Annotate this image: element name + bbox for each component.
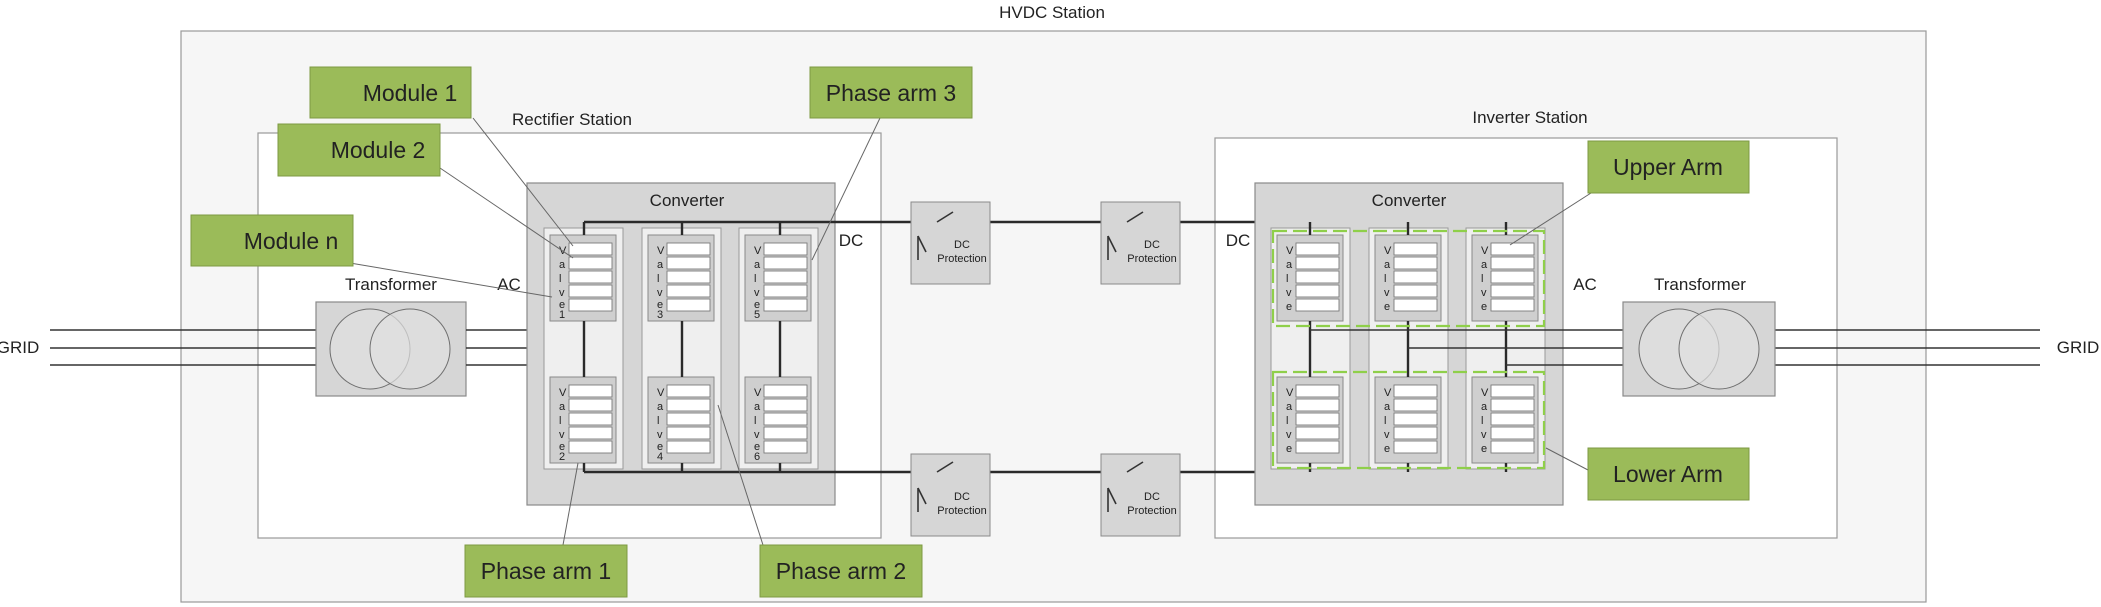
dc-protection-text-4: DC [1144, 491, 1160, 503]
callout-upper-arm: Upper Arm [1587, 140, 1750, 194]
rectifier-converter-label: Converter [650, 191, 725, 210]
callout-module-n: Module n [190, 214, 354, 267]
rectifier-transformer-label: Transformer [345, 275, 437, 294]
dc-protection-text-line2: Protection [1127, 505, 1177, 517]
callout-lower-arm-text: Lower Arm [1613, 461, 1723, 487]
inverter-transformer-coil-b-icon [1678, 308, 1760, 390]
station-title: HVDC Station [999, 3, 1105, 22]
dc-protection-2 [1100, 201, 1181, 285]
callout-phase-arm-2-text: Phase arm 2 [776, 558, 906, 584]
left-grid-lines [50, 329, 316, 366]
callout-upper-arm-text: Upper Arm [1613, 154, 1723, 180]
inverter-converter-label: Converter [1372, 191, 1447, 210]
dc-protection-4 [1100, 453, 1181, 537]
dc-protection-text-line2: Protection [1127, 253, 1177, 265]
callout-module-2-text: Module 2 [331, 137, 426, 163]
callout-module-1: Module 1 [309, 66, 472, 119]
inverter-internal-wiring [1308, 222, 1623, 472]
callout-phase-arm-3-text: Phase arm 3 [826, 80, 956, 106]
dc-protection-text-line2: Protection [937, 505, 987, 517]
module-2 [568, 256, 613, 270]
inverter-dc-label: DC [1226, 231, 1251, 250]
dc-protection-label-2: DC Protection [1127, 239, 1177, 265]
left-grid-label: GRID [0, 338, 39, 357]
rectifier-internal-wiring [582, 222, 782, 474]
callout-leaders [349, 117, 1592, 546]
right-grid-lines [1775, 329, 2040, 366]
dc-protection-label-4: DC Protection [1127, 491, 1177, 517]
dc-protection-text-1: DC [954, 239, 970, 251]
module [568, 270, 613, 284]
callout-phase-arm-1-text: Phase arm 1 [481, 558, 611, 584]
callout-phase-arm-1: Phase arm 1 [464, 544, 628, 598]
dc-protection-3 [910, 453, 991, 537]
inverter-transformer-label: Transformer [1654, 275, 1746, 294]
dc-protection-text-3: DC [954, 491, 970, 503]
callout-module-n-text: Module n [244, 228, 339, 254]
callout-module-2: Module 2 [277, 123, 441, 177]
rectifier-transformer-coil-b-icon [369, 308, 451, 390]
rectifier-dc-label: DC [839, 231, 864, 250]
inverter-station-title: Inverter Station [1472, 108, 1587, 127]
lower-arm-highlight [1271, 370, 1546, 470]
dc-protection-label-1: DC Protection [937, 239, 987, 265]
module-n [568, 298, 613, 312]
dc-protection-label-3: DC Protection [937, 491, 987, 517]
inverter-ac-label: AC [1573, 275, 1597, 294]
right-grid-label: GRID [2057, 338, 2100, 357]
upper-arm-highlight [1271, 229, 1546, 328]
dc-protection-text-2: DC [1144, 239, 1160, 251]
callout-phase-arm-3: Phase arm 3 [809, 66, 973, 119]
module-1 [568, 242, 613, 256]
callout-phase-arm-2: Phase arm 2 [759, 544, 923, 598]
callout-module-1-text: Module 1 [363, 80, 458, 106]
dc-protection-1 [910, 201, 991, 285]
dc-protection-text-line2: Protection [937, 253, 987, 265]
module [568, 284, 613, 298]
rectifier-station-title: Rectifier Station [512, 110, 632, 129]
callout-lower-arm: Lower Arm [1587, 447, 1750, 501]
